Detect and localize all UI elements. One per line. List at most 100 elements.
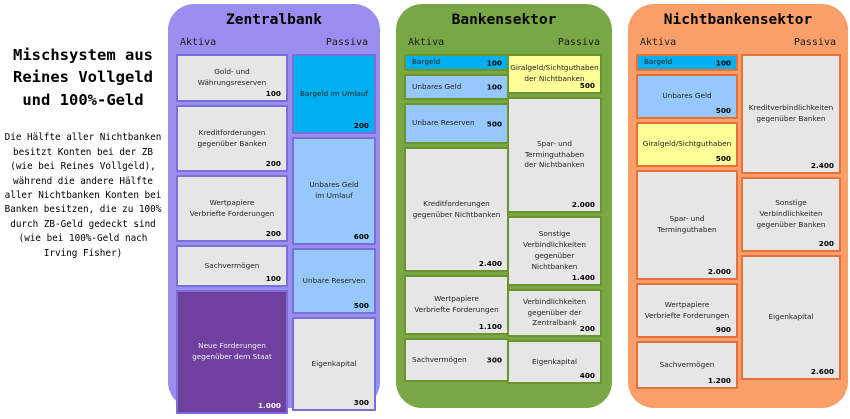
balance-item-value: 200 xyxy=(353,121,369,130)
balance-item-label: Wertpapiere Verbriefte Forderungen xyxy=(644,299,730,320)
balance-item: Sachvermögen 300 xyxy=(404,338,509,382)
balance-item-value: 100 xyxy=(486,82,502,92)
balance-item-value: 500 xyxy=(486,119,502,128)
legend-description: Die Hälfte aller Nichtbanken besitzt Kon… xyxy=(4,132,162,259)
balance-item: Unbare Reserven 500 xyxy=(292,248,376,314)
balance-item-value: 2.600 xyxy=(810,367,834,376)
balance-item-label: Eigenkapital xyxy=(768,312,814,322)
balance-item-label: Sachvermögen xyxy=(204,260,260,270)
balance-item-label: Kreditverbindlichkeiten gegenüber Banken xyxy=(748,103,834,123)
balance-item: Wertpapiere Verbriefte Forderungen 900 xyxy=(636,283,738,338)
balance-item-label: Bargeld xyxy=(644,57,673,67)
balance-item-label: Bargeld im Umlauf xyxy=(299,88,369,98)
balance-item: Unbares Geld 100 xyxy=(404,74,509,100)
balance-item-value: 500 xyxy=(715,106,731,115)
balance-item-label: Kreditforderungen gegenüber Banken xyxy=(197,127,267,148)
balance-item-value: 1.200 xyxy=(707,376,731,385)
balance-item-value: 1.000 xyxy=(257,401,281,410)
balance-item-value: 500 xyxy=(715,154,731,163)
balance-item-value: 500 xyxy=(579,81,595,90)
balance-item-label: Giralgeld/Sichtguthaben der Nichtbanken xyxy=(510,63,599,83)
balance-item: Eigenkapital 2.600 xyxy=(741,255,841,380)
balance-item-label: Unbares Geld xyxy=(412,81,462,91)
balance-item: Bargeld 100 xyxy=(636,54,738,71)
column-header-liabilities: Passiva xyxy=(557,37,600,48)
balance-item-label: Wertpapiere Verbriefte Forderungen xyxy=(189,197,275,218)
balance-item-value: 100 xyxy=(265,89,281,98)
balance-item-value: 200 xyxy=(818,239,834,248)
balance-item-value: 300 xyxy=(486,355,502,365)
balance-item-label: Unbare Reserven xyxy=(412,118,475,128)
balance-item: Spar- und Terminguthaben der Nichtbanken… xyxy=(507,97,602,213)
panel-title: Zentralbank xyxy=(225,12,323,28)
column-header-assets: Aktiva xyxy=(180,37,217,48)
balance-item-value: 900 xyxy=(715,325,731,334)
balance-item-label: Kreditforderungen gegenüber Nichtbanken xyxy=(412,198,501,219)
balance-item-value: 2.000 xyxy=(571,200,595,209)
column-header-assets: Aktiva xyxy=(640,37,677,48)
balance-item: Bargeld im Umlauf 200 xyxy=(292,54,376,134)
balance-item-label: Sachvermögen xyxy=(412,354,467,364)
balance-item: Sachvermögen 1.200 xyxy=(636,341,738,389)
balance-item: Neue Forderungen gegenüber dem Staat 1.00… xyxy=(176,290,288,414)
balance-item-value: 1.100 xyxy=(478,322,502,331)
balance-item-label: Sonstige Verbindlichkeiten gegenüber Ban… xyxy=(756,198,826,229)
legend-column: Mischsystem aus Reines Vollgeld und 100%… xyxy=(0,0,166,419)
balance-item-label: Bargeld xyxy=(412,57,441,67)
balance-item: Sonstige Verbindlichkeiten gegenüber Nic… xyxy=(507,216,602,286)
balance-item-label: Wertpapiere Verbriefte Forderungen xyxy=(414,294,499,314)
balance-item: Spar- und Terminguthaben 2.000 xyxy=(636,170,738,280)
balance-item-label: Spar- und Terminguthaben der Nichtbanken xyxy=(524,138,585,170)
balance-item: Verbindlichkeiten gegenüber der Zentralb… xyxy=(507,289,602,337)
balance-item-label: Eigenkapital xyxy=(532,356,577,366)
balance-item-value: 600 xyxy=(353,232,369,241)
balance-item: Unbare Reserven 500 xyxy=(404,103,509,144)
liabilities-column: Kreditverbindlichkeiten gegenüber Banken… xyxy=(741,54,841,408)
panel-title: Nichtbankensektor xyxy=(663,12,813,28)
balance-item-label: Unbare Reserven xyxy=(302,275,366,285)
balance-item-label: Unbares Geld xyxy=(662,91,712,101)
balance-item-label: Verbindlichkeiten gegenüber der Zentralb… xyxy=(523,296,586,328)
balance-item-label: Unbares Geld im Umlauf xyxy=(309,180,359,200)
balance-item: Wertpapiere Verbriefte Forderungen 1.100 xyxy=(404,275,509,335)
balance-item-value: 500 xyxy=(353,301,369,310)
balance-item-value: 2.400 xyxy=(810,161,834,170)
balance-item: Gold- und Währungsreserven 100 xyxy=(176,54,288,102)
balance-item-label: Spar- und Terminguthaben xyxy=(657,214,717,234)
balance-item-label: Eigenkapital xyxy=(311,358,357,368)
panel-title: Bankensektor xyxy=(451,12,557,28)
balance-item: Kreditverbindlichkeiten gegenüber Banken… xyxy=(741,54,841,174)
balance-item-label: Sonstige Verbindlichkeiten gegenüber Nic… xyxy=(523,229,586,271)
balance-item-value: 100 xyxy=(265,274,281,283)
balance-item-label: Giralgeld/Sichtguthaben xyxy=(642,139,732,149)
balance-item-value: 200 xyxy=(579,324,595,333)
balance-item: Sonstige Verbindlichkeiten gegenüber Ban… xyxy=(741,177,841,252)
balance-item-label: Neue Forderungen gegenüber dem Staat xyxy=(192,341,272,361)
legend-title: Mischsystem aus Reines Vollgeld und 100%… xyxy=(13,46,153,109)
balance-item-label: Sachvermögen xyxy=(659,359,715,369)
balance-item: Kreditforderungen gegenüber Banken 200 xyxy=(176,105,288,172)
balance-item-value: 100 xyxy=(715,58,731,67)
balance-item-label: Gold- und Währungsreserven xyxy=(197,67,267,87)
balance-item: Sachvermögen 100 xyxy=(176,245,288,287)
balance-item-value: 200 xyxy=(265,159,281,168)
balance-item-value: 100 xyxy=(486,58,502,67)
column-header-assets: Aktiva xyxy=(408,37,445,48)
balance-item: Unbares Geld im Umlauf 600 xyxy=(292,137,376,245)
balance-item-value: 400 xyxy=(579,371,595,380)
balance-item-value: 2.000 xyxy=(707,267,731,276)
balance-item: Giralgeld/Sichtguthaben 500 xyxy=(636,122,738,167)
column-header-liabilities: Passiva xyxy=(325,37,368,48)
